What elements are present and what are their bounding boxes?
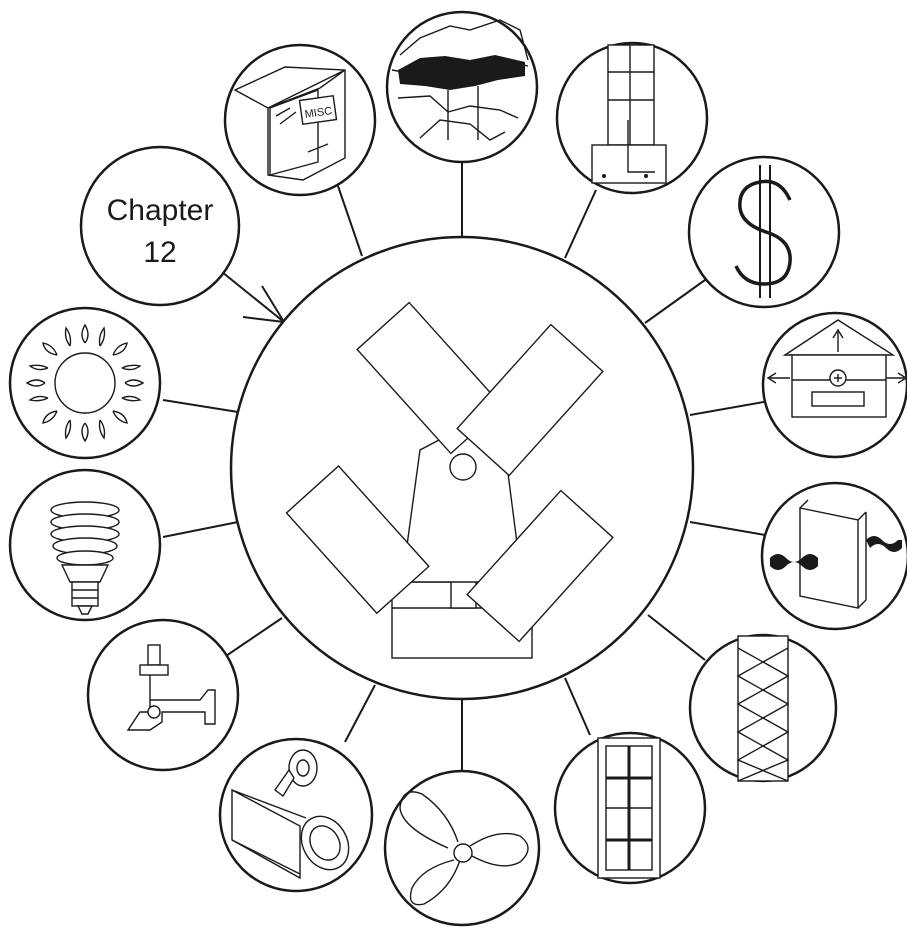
- insulation-batt-icon: [688, 633, 838, 783]
- dollar-sign-icon: [687, 155, 841, 309]
- us-map-icon: [385, 10, 539, 164]
- window-column-icon: [555, 41, 709, 195]
- file-cabinet-icon: MISC: [223, 43, 377, 197]
- chapter-circle: Chapter 12: [79, 145, 241, 307]
- sun-icon: [8, 306, 162, 460]
- chapter-label-line2: 12: [143, 236, 176, 269]
- misc-label: MISC: [304, 105, 333, 121]
- wall-air-leak-icon: [760, 481, 907, 631]
- window-icon: [553, 731, 707, 885]
- connector-lines: [162, 162, 776, 772]
- house-ventilation-icon: [761, 311, 907, 459]
- faucet-icon: [86, 618, 240, 772]
- chapter-label-line1: Chapter: [107, 194, 214, 227]
- windmill-icon: [285, 301, 614, 659]
- cfl-bulb-icon: [8, 468, 162, 622]
- duct-tape-icon: [218, 737, 374, 893]
- fan-blade-icon: [383, 769, 541, 927]
